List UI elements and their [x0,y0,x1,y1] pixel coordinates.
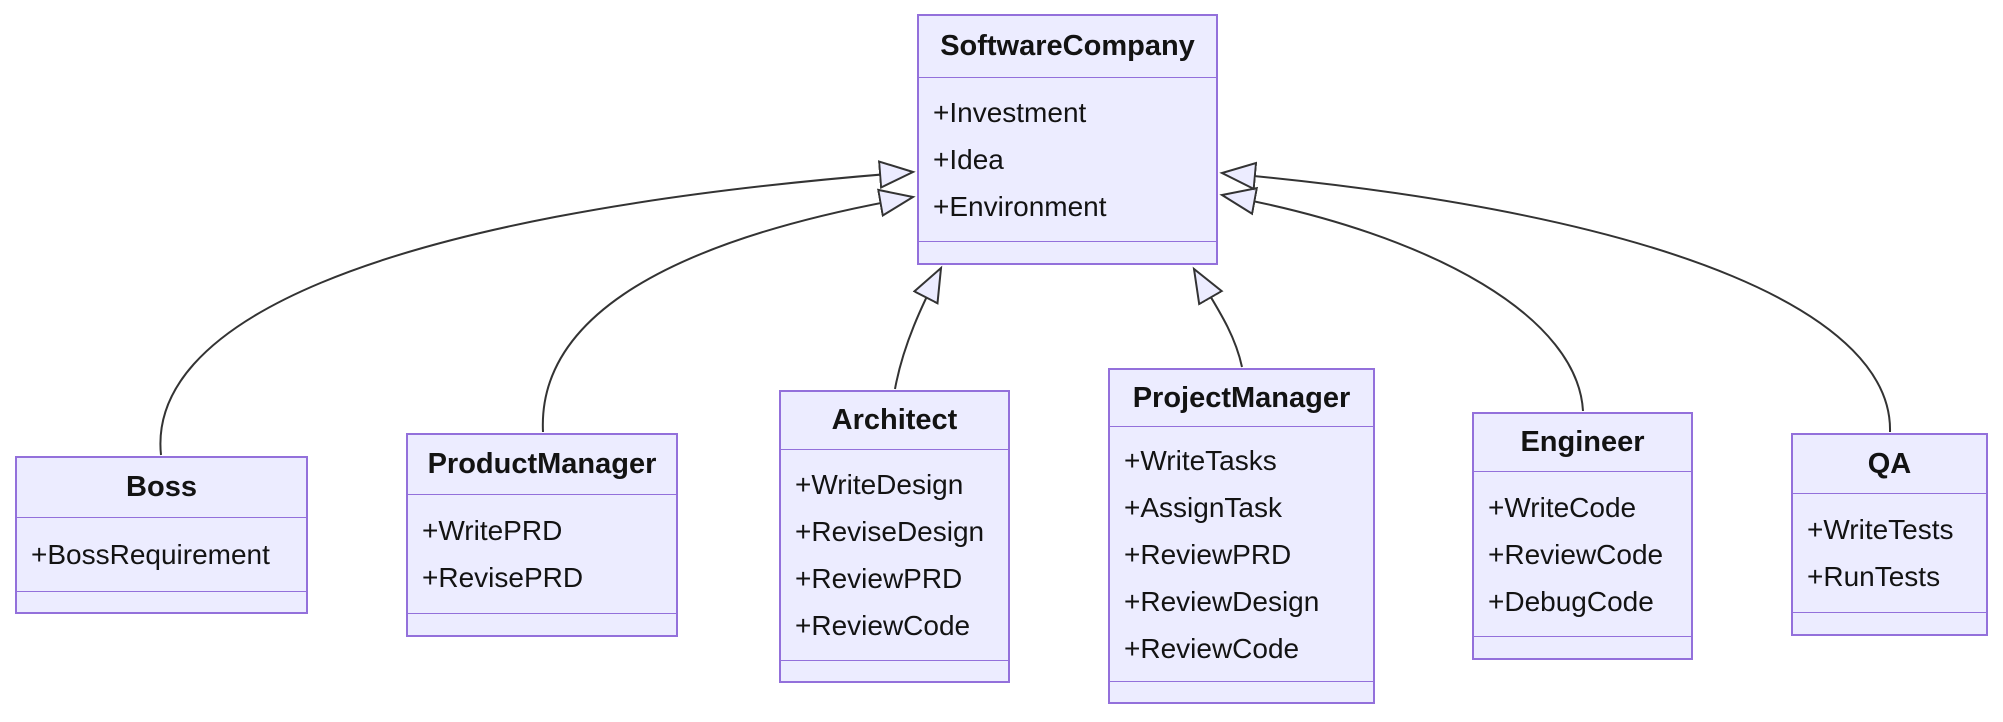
class-attribute: +Investment [933,97,1087,128]
class-attribute: +WriteCode [1488,491,1637,523]
class-attribute: +DebugCode [1488,585,1654,617]
class-attributes: +WriteDesign +ReviseDesign +ReviewPRD +R… [781,450,1008,660]
class-attribute: +ReviewCode [1124,632,1300,664]
class-attribute: +WritePRD [422,515,563,546]
class-methods-empty [1793,612,1986,634]
class-methods-empty [408,613,676,635]
class-title: Boss [17,458,306,518]
edge-architect-inherits-softwarecompany [894,265,943,390]
class-title: QA [1793,435,1986,494]
class-title: Engineer [1474,414,1691,472]
class-attribute: +BossRequirement [31,539,270,570]
class-box-boss: Boss +BossRequirement [15,456,308,614]
class-attribute: +ReviewDesign [1124,585,1320,617]
class-title: ProductManager [408,435,676,495]
class-attribute: +Environment [933,191,1107,222]
edge-projectmanager-inherits-softwarecompany [1192,266,1243,368]
class-attribute: +Idea [933,144,1004,175]
class-box-architect: Architect +WriteDesign +ReviseDesign +Re… [779,390,1010,683]
class-attribute: +WriteDesign [795,469,964,500]
class-box-projectmanager: ProjectManager +WriteTasks +AssignTask +… [1108,368,1375,704]
class-title: ProjectManager [1110,370,1373,427]
class-attribute: +ReviewPRD [795,563,963,594]
class-attributes: +BossRequirement [17,518,306,591]
class-title: Architect [781,392,1008,450]
class-methods-empty [1474,636,1691,658]
class-attribute: +ReviseDesign [795,516,985,547]
class-attribute: +RevisePRD [422,562,584,593]
class-methods-empty [17,591,306,612]
class-methods-empty [919,241,1216,263]
class-attributes: +Investment +Idea +Environment [919,78,1216,241]
class-attribute: +WriteTasks [1124,444,1277,476]
class-attributes: +WriteTests +RunTests [1793,494,1986,612]
class-attributes: +WritePRD +RevisePRD [408,495,676,613]
class-box-engineer: Engineer +WriteCode +ReviewCode +DebugCo… [1472,412,1693,660]
class-attribute: +RunTests [1807,561,1941,592]
class-methods-empty [781,660,1008,681]
class-title: SoftwareCompany [919,16,1216,78]
class-attribute: +AssignTask [1124,491,1282,523]
class-box-productmanager: ProductManager +WritePRD +RevisePRD [406,433,678,637]
class-attributes: +WriteTasks +AssignTask +ReviewPRD +Revi… [1110,427,1373,681]
class-attribute: +ReviewPRD [1124,538,1292,570]
class-attributes: +WriteCode +ReviewCode +DebugCode [1474,472,1691,636]
class-attribute: +WriteTests [1807,514,1954,545]
class-attribute: +ReviewCode [795,610,971,641]
class-box-qa: QA +WriteTests +RunTests [1791,433,1988,636]
class-box-softwarecompany: SoftwareCompany +Investment +Idea +Envir… [917,14,1218,265]
class-attribute: +ReviewCode [1488,538,1664,570]
class-methods-empty [1110,681,1373,702]
